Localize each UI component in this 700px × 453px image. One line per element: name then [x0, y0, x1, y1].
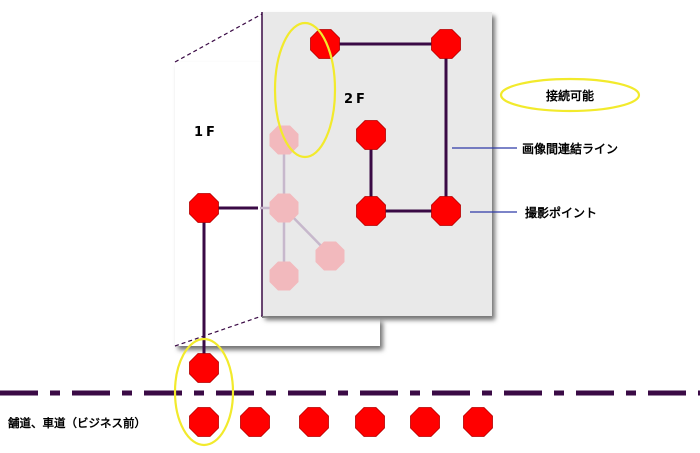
floor-2-label: 2F — [344, 92, 368, 107]
faded-shooting-point — [315, 241, 345, 271]
shooting-point — [356, 196, 386, 226]
faded-shooting-point — [269, 193, 299, 223]
shooting-point — [431, 29, 461, 59]
shooting-point — [410, 407, 440, 437]
perspective-link-bottom — [174, 315, 263, 347]
shooting-point — [189, 407, 219, 437]
shooting-point-label: 撮影ポイント — [525, 205, 597, 220]
shooting-point — [189, 193, 219, 223]
perspective-link-top — [174, 13, 263, 63]
legend-highlight-ellipse — [499, 77, 641, 113]
floor-1-label: 1F — [194, 125, 218, 140]
highlight-ellipse — [273, 21, 337, 159]
highlight-ellipse — [173, 337, 235, 447]
shooting-point — [431, 196, 461, 226]
shooting-point — [240, 407, 270, 437]
street-label: 舗道、車道（ビジネス前） — [7, 416, 146, 430]
connectable-label: 接続可能 — [546, 88, 594, 103]
connectable-highlights — [173, 21, 641, 447]
floor-1-panel — [175, 62, 380, 346]
connection-line-label: 画像間連結ライン — [522, 141, 618, 156]
shooting-point — [355, 407, 385, 437]
street-shooting-points — [189, 407, 493, 437]
floor-2-panel — [262, 12, 492, 316]
shooting-point — [310, 29, 340, 59]
shooting-point — [463, 407, 493, 437]
faded-shooting-point — [269, 261, 299, 291]
shooting-point — [356, 120, 386, 150]
shooting-point — [189, 353, 219, 383]
shooting-point — [299, 407, 329, 437]
